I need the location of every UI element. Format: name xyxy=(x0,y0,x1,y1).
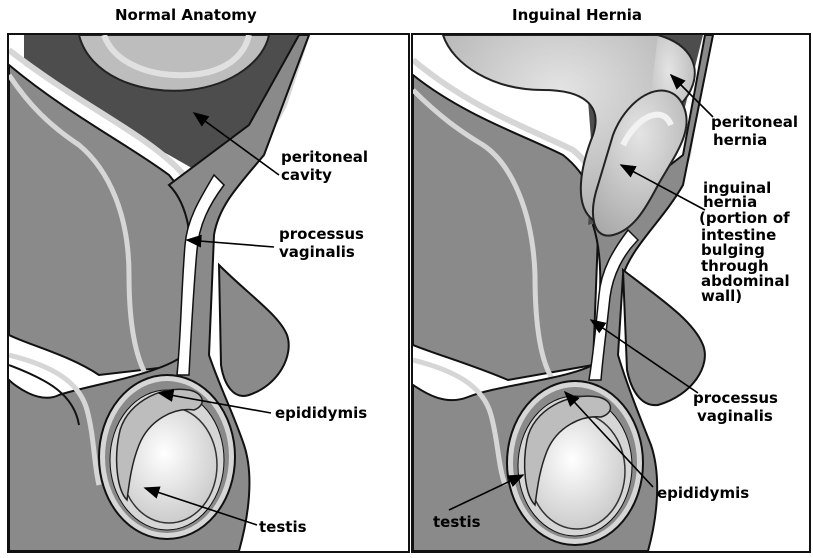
inguinal-hernia-illustration: peritoneal hernia inguinal hernia (porti… xyxy=(413,35,809,551)
label-peritoneal-hernia: peritoneal hernia xyxy=(711,113,803,149)
label-processus-vaginalis: processus vaginalis xyxy=(279,225,369,261)
label-epididymis: epididymis xyxy=(275,404,367,422)
side-tissue-right xyxy=(623,270,705,405)
label-peritoneal-cavity: peritoneal cavity xyxy=(281,148,373,184)
label-testis: testis xyxy=(259,518,307,536)
label-inguinal-hernia: inguinal hernia (portion of intestine bu… xyxy=(699,179,795,305)
normal-anatomy-illustration: peritoneal cavity processus vaginalis ep… xyxy=(9,35,408,551)
inguinal-hernia-title: Inguinal Hernia xyxy=(512,6,642,24)
normal-anatomy-panel: peritoneal cavity processus vaginalis ep… xyxy=(7,33,410,553)
label-epididymis-right: epididymis xyxy=(657,484,749,502)
side-tissue xyxy=(219,265,289,396)
label-testis-right: testis xyxy=(433,513,481,531)
inguinal-hernia-panel: peritoneal hernia inguinal hernia (porti… xyxy=(411,33,811,553)
normal-anatomy-title: Normal Anatomy xyxy=(115,6,257,24)
label-processus-vaginalis-right: processus vaginalis xyxy=(693,389,783,425)
